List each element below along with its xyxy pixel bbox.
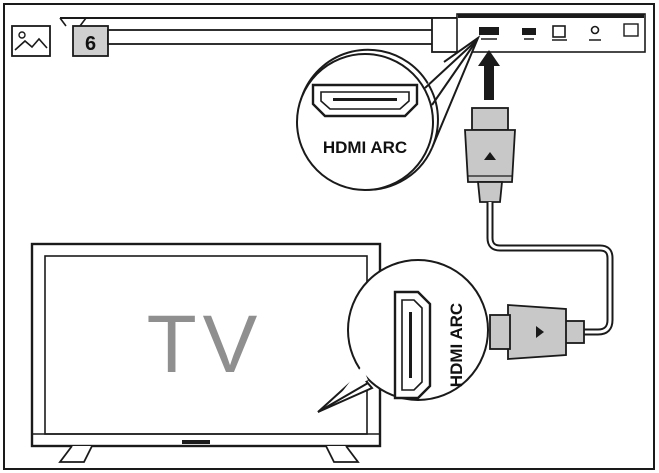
hdmi-cable-plug-top [464, 107, 516, 203]
tv-device: TV [30, 242, 382, 463]
cable-direction-icon [484, 152, 496, 160]
optical-port [552, 25, 566, 38]
top-callout-label: HDMI ARC [323, 138, 407, 157]
tv-hdmi-callout: HDMI ARC [317, 259, 489, 413]
diagram-border [3, 3, 655, 470]
usb-port [522, 28, 536, 35]
step-number: 6 [85, 33, 96, 55]
top-hdmi-callout: HDMI ARC [296, 35, 481, 191]
hdmi-cable-plug-tv [489, 304, 585, 360]
soundbar-device [59, 13, 646, 53]
power-port [590, 25, 600, 35]
arrow-up-icon [478, 50, 500, 100]
hdmi-arc-port [479, 27, 499, 35]
tv-label: TV [147, 299, 264, 390]
image-icon [11, 25, 51, 57]
tv-callout-label: HDMI ARC [447, 303, 466, 387]
